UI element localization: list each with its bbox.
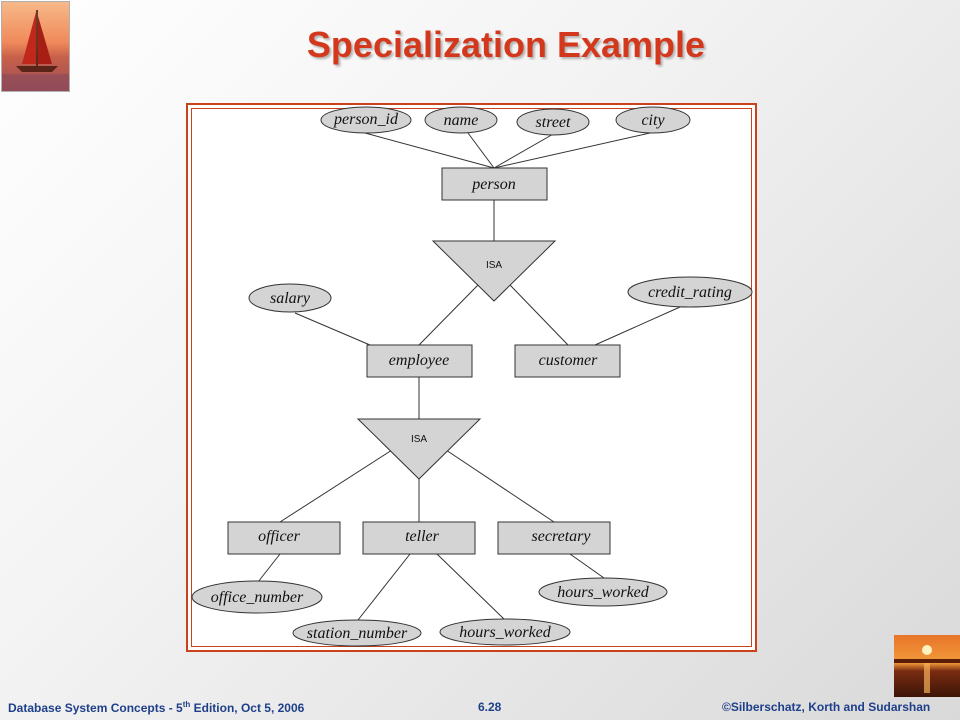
attr-person-id: person_id <box>333 111 399 128</box>
attr-city-oval <box>615 106 691 134</box>
isa-label-bottom: ISA <box>411 434 427 445</box>
attr-office-number: office_number <box>211 589 304 606</box>
attr-station-number: station_number <box>307 625 408 642</box>
footer-page-number: 6.28 <box>478 700 502 714</box>
footer-book-info: Database System Concepts - 5th Edition, … <box>8 700 304 715</box>
entity-officer: officer <box>258 528 301 545</box>
footer-book-suffix: Edition, Oct 5, 2006 <box>190 701 305 715</box>
attr-street-oval <box>516 108 590 136</box>
footer-copyright: ©Silberschatz, Korth and Sudarshan <box>722 700 931 714</box>
attr-hours-worked-teller: hours_worked <box>459 624 552 641</box>
isa-triangle-top <box>431 240 557 302</box>
sailboat-logo <box>1 1 70 92</box>
entity-employee-box <box>366 344 473 378</box>
attr-hours-worked-secretary: hours_worked <box>557 584 650 601</box>
footer-book-sup: th <box>182 700 191 709</box>
attr-office-number-oval <box>191 580 323 614</box>
attr-salary-oval <box>248 283 332 313</box>
isa-triangle-bottom <box>356 418 482 480</box>
sunset-logo <box>894 635 960 697</box>
attr-city: city <box>641 112 665 129</box>
attr-credit-rating-oval <box>627 276 753 308</box>
entity-teller: teller <box>405 528 440 545</box>
entity-customer-box <box>514 344 621 378</box>
entity-customer: customer <box>539 352 598 369</box>
entity-person-box <box>441 167 548 201</box>
entity-secretary: secretary <box>532 528 592 545</box>
attr-person-id-oval <box>320 106 412 134</box>
attr-name-oval <box>424 106 498 134</box>
entity-teller-box <box>362 521 476 555</box>
isa-label-top: ISA <box>486 260 502 271</box>
attr-street: street <box>536 114 572 131</box>
footer-book-prefix: Database System Concepts - 5 <box>8 701 183 715</box>
attr-hours-worked-teller-oval <box>439 618 571 646</box>
entity-employee: employee <box>389 352 449 369</box>
attr-station-number-oval <box>292 619 422 647</box>
attr-salary: salary <box>270 290 311 307</box>
slide-title: Specialization Example <box>306 24 706 65</box>
entity-secretary-box <box>497 521 611 555</box>
attr-hours-worked-secretary-oval <box>538 577 668 607</box>
attr-name: name <box>444 112 479 129</box>
entity-officer-box <box>227 521 341 555</box>
entity-person: person <box>471 176 516 193</box>
attr-credit-rating: credit_rating <box>648 284 732 301</box>
